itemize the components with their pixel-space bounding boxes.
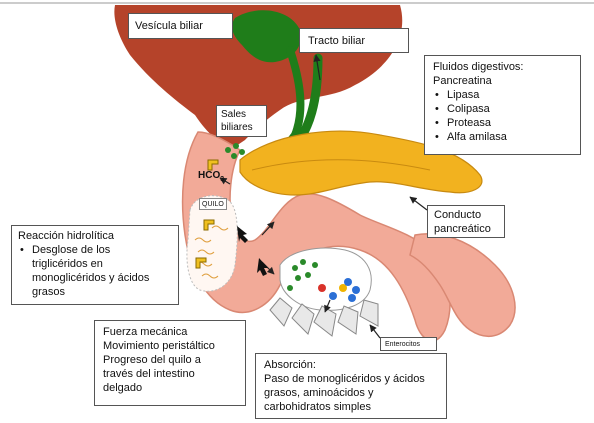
enzyme-list: Lipasa Colipasa Proteasa Alfa amilasa bbox=[433, 88, 572, 144]
enzyme-item: Alfa amilasa bbox=[447, 130, 572, 144]
gallbladder-text: Vesícula biliar bbox=[135, 19, 226, 33]
absorption-line-4: carbohidratos simples bbox=[264, 400, 438, 414]
enzyme-item: Proteasa bbox=[447, 116, 572, 130]
hydrolytic-reaction-title: Reacción hidrolítica bbox=[18, 229, 172, 243]
mechanical-line-5: delgado bbox=[103, 381, 237, 395]
bile-salts-text-2: biliares bbox=[221, 121, 262, 134]
bile-duct-label: Tracto biliar bbox=[299, 28, 409, 53]
bile-duct-text: Tracto biliar bbox=[308, 34, 400, 48]
mechanical-force-box: Fuerza mecánica Movimiento peristáltico … bbox=[94, 320, 246, 406]
chyle-text: QUILO bbox=[202, 199, 224, 210]
mechanical-line-2: Movimiento peristáltico bbox=[103, 339, 237, 353]
hydrolytic-line-2: triglicéridos en bbox=[32, 257, 172, 271]
enterocytes-label: Enterocitos bbox=[380, 337, 437, 351]
absorption-region bbox=[280, 248, 371, 310]
hydrolytic-line-1: Desglose de los bbox=[32, 243, 172, 257]
absorption-box: Absorción: Paso de monoglicéridos y ácid… bbox=[255, 353, 447, 419]
absorption-line-1: Absorción: bbox=[264, 358, 438, 372]
hydrolytic-line-3: monoglicéridos y ácidos bbox=[32, 271, 172, 285]
absorption-line-2: Paso de monoglicéridos y ácidos bbox=[264, 372, 438, 386]
pancreatic-duct-text-2: pancreático bbox=[434, 222, 498, 236]
mechanical-line-3: Progreso del quilo a bbox=[103, 353, 237, 367]
hydrolytic-reaction-box: Reacción hidrolítica Desglose de los tri… bbox=[11, 225, 179, 305]
bile-salts-label: Sales biliares bbox=[216, 105, 267, 137]
hydrolytic-reaction-list: Desglose de los triglicéridos en monogli… bbox=[18, 243, 172, 299]
chyle-region bbox=[187, 196, 237, 292]
pancreatic-duct-label: Conducto pancreático bbox=[427, 205, 505, 238]
bicarbonate-text: HCO bbox=[198, 170, 220, 181]
hydrolytic-line-4: grasos bbox=[32, 285, 172, 299]
pancreatic-duct-text-1: Conducto bbox=[434, 208, 498, 222]
absorption-line-3: grasos, aminoácidos y bbox=[264, 386, 438, 400]
bicarbonate-label: HCO3 bbox=[198, 170, 224, 183]
mechanical-line-1: Fuerza mecánica bbox=[103, 325, 237, 339]
mechanical-line-4: través del intestino bbox=[103, 367, 237, 381]
hydrolytic-bullet: Desglose de los triglicéridos en monogli… bbox=[32, 243, 172, 299]
bile-salts-text-1: Sales bbox=[221, 108, 262, 121]
digestive-fluids-box: Fluidos digestivos: Pancreatina Lipasa C… bbox=[424, 55, 581, 155]
chyle-label: QUILO bbox=[199, 198, 227, 210]
bicarbonate-subscript: 3 bbox=[220, 176, 224, 183]
enzyme-item: Colipasa bbox=[447, 102, 572, 116]
pancreatin-text: Pancreatina bbox=[433, 74, 572, 88]
enzyme-item: Lipasa bbox=[447, 88, 572, 102]
digestive-fluids-title: Fluidos digestivos: bbox=[433, 60, 572, 74]
enterocytes-text: Enterocitos bbox=[385, 338, 432, 351]
gallbladder-label: Vesícula biliar bbox=[128, 13, 233, 39]
